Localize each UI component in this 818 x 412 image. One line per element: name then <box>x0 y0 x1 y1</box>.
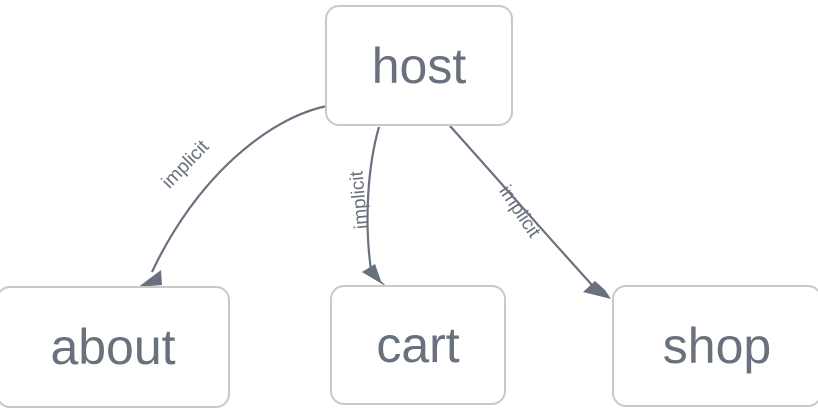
edge-host-about[interactable] <box>137 104 328 288</box>
edge-host-cart[interactable] <box>362 126 387 287</box>
node-about[interactable]: about <box>0 286 230 408</box>
edge-host-about-path <box>151 104 328 273</box>
edge-host-cart-arrowhead <box>362 264 387 287</box>
edge-host-shop-arrowhead <box>583 281 611 299</box>
edge-host-shop[interactable] <box>449 125 611 299</box>
node-shop[interactable]: shop <box>612 285 818 407</box>
edge-host-about-arrowhead <box>137 270 162 288</box>
node-host[interactable]: host <box>325 5 513 126</box>
node-host-label: host <box>371 37 467 94</box>
node-shop-label: shop <box>662 318 772 374</box>
edge-host-shop-path <box>449 125 593 286</box>
node-cart[interactable]: cart <box>330 285 506 405</box>
node-cart-label: cart <box>376 317 460 373</box>
node-about-label: about <box>50 319 176 375</box>
edge-host-cart-path <box>366 126 381 271</box>
